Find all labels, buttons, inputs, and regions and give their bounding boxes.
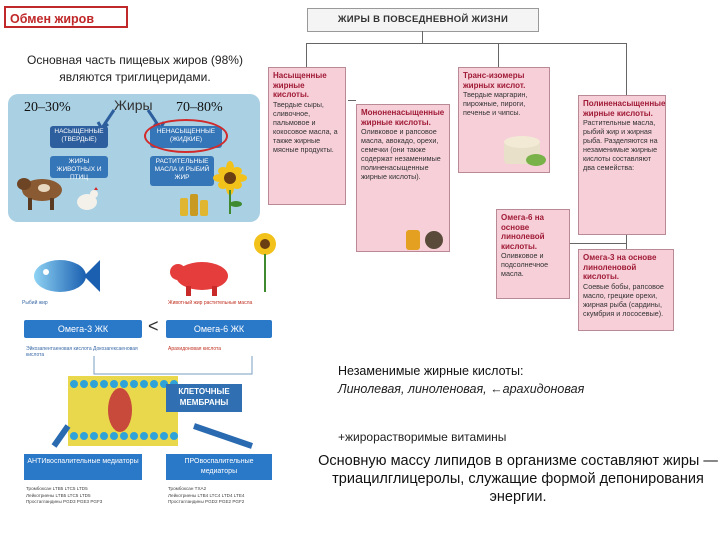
plant-oils-pill: РАСТИТЕЛЬНЫЕ МАСЛА И РЫБИЙ ЖИР [150, 156, 214, 186]
poly-box: Полиненасыщенные жирные кислоты. Растите… [578, 95, 666, 235]
less-than-sign: < [148, 316, 159, 336]
everyday-header: ЖИРЫ В ПОВСЕДНЕВНОЙ ЖИЗНИ [307, 8, 539, 32]
pig-caption: Животный жир растительные масла [168, 300, 253, 306]
pro-inflammatory-box: ПРОвоспалительные медиаторы [166, 454, 272, 480]
cow-icon [17, 178, 62, 210]
essential-acids-title: Незаменимые жирные кислоты: [338, 364, 524, 378]
mono-box: Мононенасыщенные жирные кислоты. Оливков… [356, 104, 450, 252]
percent-saturated: 20–30% [24, 100, 71, 115]
olive-oil-icon [406, 230, 443, 250]
chicken-icon [77, 187, 98, 210]
fish-caption: Рыбий жир [22, 300, 48, 306]
animal-fats-pill: ЖИРЫ ЖИВОТНЫХ И ПТИЦ [50, 156, 108, 181]
summary-text: Основную массу липидов в организме соста… [318, 453, 718, 505]
omega3-box: Омега-3 на основе линоленовой кислоты. С… [578, 249, 674, 331]
membranes-box: КЛЕТОЧНЫЕ МЕМБРАНЫ [166, 384, 242, 412]
vitamins-note: +жирорастворимые витамины [338, 430, 507, 444]
pig-icon [170, 262, 228, 296]
sunflower-small-icon [254, 233, 276, 292]
omega6-sub: Арахидоновая кислота [168, 346, 222, 352]
pastry-icon [504, 136, 546, 166]
omega3-header: Омега-3 ЖК [24, 320, 142, 338]
membrane-illustration [51, 356, 253, 449]
anti-inflammatory-box: АНТИвоспалительные медиаторы [24, 454, 142, 480]
fish-icon [34, 260, 100, 292]
omega6-box: Омега-6 на основе линолевой кислоты. Оли… [496, 209, 570, 299]
highlight-circle [144, 119, 228, 153]
intro-text: Основная часть пищевых жиров (98%) являю… [27, 53, 243, 84]
omega3-sub: Эйкозапентаеновая кислота Докозагексаено… [26, 346, 138, 358]
saturated-box: Насыщенные жирные кислоты. Твердые сыры,… [268, 67, 346, 205]
omega6-header: Омега-6 ЖК [166, 320, 272, 338]
anti-mediator-list: Тромбоксан LTB5 LTC5 LTD5 Лейкотриены LT… [26, 486, 103, 504]
sunflower-icon [213, 161, 247, 214]
oil-bottles-icon [180, 194, 208, 216]
pro-mediator-list: Тромбоксан TXA2 Лейкотриены LTB4 LTC4 LT… [168, 486, 245, 504]
page-title: Обмен жиров [4, 6, 128, 28]
saturated-pill: НАСЫЩЕННЫЕ (ТВЕРДЫЕ) [50, 126, 108, 148]
essential-acids-list: Линолевая, линоленовая, ←арахидоновая [338, 382, 585, 396]
percent-unsaturated: 70–80% [176, 100, 223, 115]
fats-label: Жиры [114, 97, 153, 113]
